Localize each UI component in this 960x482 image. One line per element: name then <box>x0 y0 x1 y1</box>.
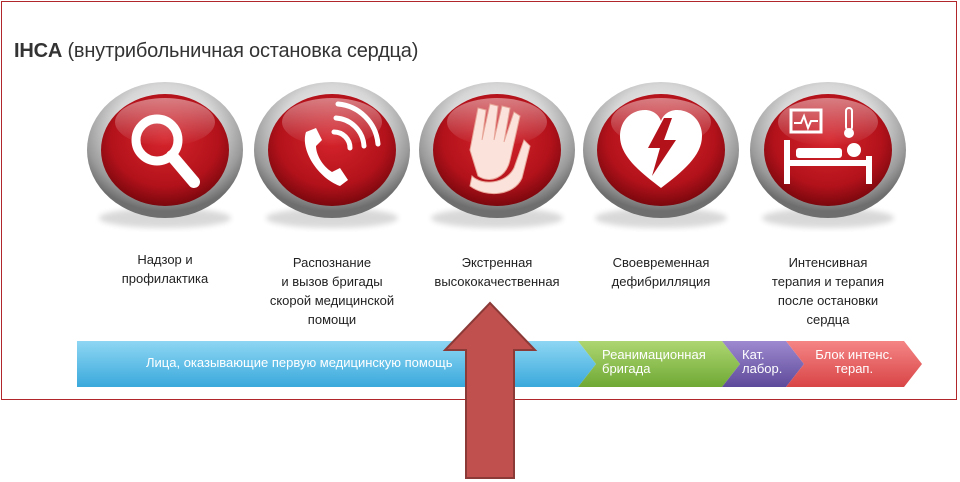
defibrillation-heart-icon <box>620 110 702 188</box>
bar-label-4: Блок интенс. терап. <box>815 347 893 376</box>
link-2 <box>254 82 410 228</box>
bar-segment-3 <box>722 341 804 387</box>
link-label-2: Распознание и вызов бригады скорой медиц… <box>269 255 395 327</box>
link-3 <box>419 82 575 228</box>
link-label-5: Интенсивная терапия и терапия после оста… <box>771 255 885 327</box>
phone-icon <box>304 101 381 186</box>
icu-bed-icon <box>784 107 872 184</box>
bar-label-1: Лица, оказывающие первую медицинскую пом… <box>146 355 453 370</box>
bar-segment-4 <box>786 341 922 387</box>
cpr-hands-icon <box>469 103 531 195</box>
title-rest: (внутрибольничная остановка сердца) <box>62 40 419 62</box>
link-5 <box>750 82 906 228</box>
link-4 <box>583 82 739 228</box>
chain-of-survival <box>87 82 906 228</box>
link-label-1: Надзор и профилактика <box>121 252 209 286</box>
bar-segment-2 <box>578 341 740 387</box>
page-title: IHCA (внутрибольничная остановка сердца) <box>14 40 418 63</box>
link-label-4: Своевременная дефибрилляция <box>611 255 711 289</box>
bar-label-2: Реанимационная бригада <box>602 347 706 376</box>
bar-label-3: Кат. лабор. <box>742 347 783 376</box>
magnifier-icon <box>131 114 200 188</box>
up-arrow <box>442 301 538 479</box>
link-label-3: Экстренная высококачественная <box>434 255 560 289</box>
title-abbr: IHCA <box>14 40 63 62</box>
link-1 <box>87 82 243 228</box>
